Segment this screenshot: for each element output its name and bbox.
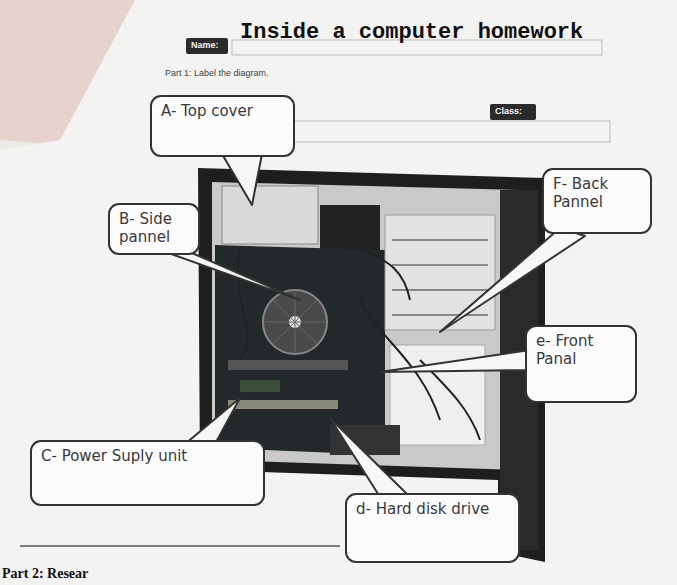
label-text: B- Side pannel xyxy=(119,210,189,246)
callout-bubble: F- Back Pannel xyxy=(542,168,652,234)
callout-tail xyxy=(160,250,300,300)
label-text: d- Hard disk drive xyxy=(356,500,509,518)
label-text: e- Front Panal xyxy=(536,332,626,368)
callout-bubble: C- Power Suply unit xyxy=(30,440,265,506)
callout-bubble: e- Front Panal xyxy=(525,325,637,403)
callout-tail xyxy=(330,418,410,497)
name-tag: Name: xyxy=(186,38,228,54)
callout-bubble: A- Top cover xyxy=(150,95,295,157)
label-text: Name: xyxy=(191,40,223,50)
callout-bubble: B- Side pannel xyxy=(108,203,200,255)
class-tag: Class: xyxy=(490,104,536,120)
callout-bubble: d- Hard disk drive xyxy=(345,493,520,563)
instruction-text: Part 1: Label the diagram. xyxy=(165,68,269,78)
callout-tail xyxy=(440,228,585,332)
label-text: Class: xyxy=(495,106,531,116)
callout-tail xyxy=(222,154,262,205)
label-text: C- Power Suply unit xyxy=(41,447,254,465)
label-text: F- Back Pannel xyxy=(553,175,641,211)
worksheet-title: Inside a computer homework xyxy=(240,20,583,45)
label-text: A- Top cover xyxy=(161,102,284,120)
section-heading: Part 2: Resear xyxy=(2,566,88,582)
callout-tail xyxy=(380,350,530,372)
callout-tail xyxy=(185,398,240,444)
rule-line xyxy=(20,545,340,547)
